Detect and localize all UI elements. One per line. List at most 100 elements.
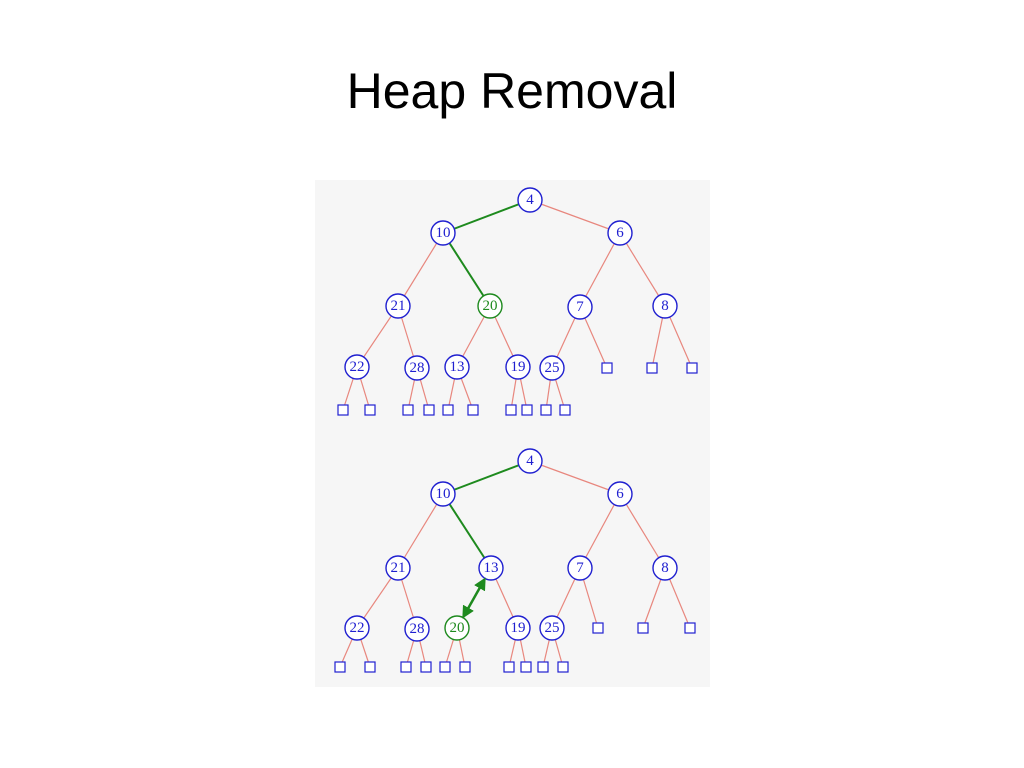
heap-diagram-panel: 4 10 6 21 20 7 8 22 28 13 19 25 4 10 6 21 13 7 8 22 28 20 19 25: [315, 180, 710, 687]
empty-leaf: [402, 404, 414, 416]
heap-node-label: 4: [526, 192, 534, 208]
empty-leaf: [442, 404, 454, 416]
heap-node-21: 21: [385, 555, 411, 581]
heap-node-circle: [344, 615, 370, 641]
heap-node-6: 6: [607, 220, 633, 246]
heap-node-label: 25: [545, 620, 560, 636]
heap-node-circle: [539, 615, 565, 641]
heap-node-label: 19: [511, 620, 526, 636]
empty-leaf: [557, 661, 569, 673]
heap-node-label: 19: [511, 359, 526, 375]
heap-node-label: 28: [410, 360, 425, 376]
tree-edge: [529, 199, 621, 234]
heap-node-4: 4: [517, 448, 543, 474]
tree-edge: [579, 232, 621, 308]
heap-node-circle: [430, 220, 456, 246]
heap-node-8: 8: [652, 293, 678, 319]
heap-node-circle: [505, 615, 531, 641]
heap-node-circle: [517, 448, 543, 474]
heap-node-circle: [505, 354, 531, 380]
heap-node-20: 20: [444, 615, 470, 641]
heap-node-10: 10: [430, 481, 456, 507]
heap-node-label: 22: [350, 359, 365, 375]
heap-node-label: 6: [616, 486, 624, 502]
heap-node-circle: [344, 354, 370, 380]
heap-node-28: 28: [404, 355, 430, 381]
empty-leaf: [684, 622, 696, 634]
heap-node-circle: [477, 293, 503, 319]
empty-leaf: [505, 404, 517, 416]
highlight-tree-edge: [442, 199, 531, 234]
heap-node-circle: [385, 555, 411, 581]
empty-leaf: [423, 404, 435, 416]
heap-node-circle: [652, 293, 678, 319]
highlight-tree-edge: [442, 493, 492, 569]
tree-edge: [529, 460, 621, 495]
heap-node-circle: [430, 481, 456, 507]
heap-node-circle: [404, 616, 430, 642]
heap-node-13: 13: [478, 555, 504, 581]
heap-node-7: 7: [567, 294, 593, 320]
swap-arrow: [462, 577, 486, 619]
empty-leaf: [559, 404, 571, 416]
slide-title: Heap Removal: [346, 63, 678, 119]
empty-leaf: [520, 661, 532, 673]
tree-edge: [579, 493, 621, 569]
heap-node-25: 25: [539, 355, 565, 381]
empty-leaf: [601, 362, 613, 374]
heap-node-circle: [652, 555, 678, 581]
heap-node-28: 28: [404, 616, 430, 642]
heap-node-circle: [607, 220, 633, 246]
heap-node-7: 7: [567, 555, 593, 581]
empty-leaf: [540, 404, 552, 416]
empty-leaf: [646, 362, 658, 374]
heap-node-label: 13: [484, 560, 499, 576]
empty-leaf: [364, 404, 376, 416]
heap-node-circle: [385, 293, 411, 319]
heap-node-label: 8: [661, 298, 669, 314]
highlight-tree-edge: [442, 460, 531, 495]
heap-node-label: 20: [483, 298, 498, 314]
tree-edge: [619, 493, 666, 569]
heap-node-22: 22: [344, 354, 370, 380]
empty-leaf: [521, 404, 533, 416]
heap-node-label: 21: [391, 298, 406, 314]
empty-leaf: [537, 661, 549, 673]
empty-leaf: [364, 661, 376, 673]
heap-node-label: 10: [436, 486, 451, 502]
empty-leaf: [400, 661, 412, 673]
heap-tree-after: 4 10 6 21 13 7 8 22 28 20 19 25: [334, 448, 696, 673]
tree-edge: [619, 232, 666, 307]
empty-leaf: [439, 661, 451, 673]
heap-node-label: 28: [410, 621, 425, 637]
heap-node-circle: [404, 355, 430, 381]
heap-node-label: 7: [576, 299, 584, 315]
tree-edge: [397, 493, 444, 569]
heap-node-19: 19: [505, 354, 531, 380]
tree-edge: [397, 232, 444, 307]
heap-node-4: 4: [517, 187, 543, 213]
empty-leaf: [637, 622, 649, 634]
heap-node-13: 13: [444, 354, 470, 380]
empty-leaf: [420, 661, 432, 673]
heap-node-circle: [478, 555, 504, 581]
heap-node-21: 21: [385, 293, 411, 319]
heap-node-25: 25: [539, 615, 565, 641]
heap-node-19: 19: [505, 615, 531, 641]
heap-node-label: 22: [350, 620, 365, 636]
heap-node-circle: [567, 555, 593, 581]
heap-node-label: 10: [436, 225, 451, 241]
empty-leaf: [459, 661, 471, 673]
empty-leaf: [467, 404, 479, 416]
heap-node-label: 20: [450, 620, 465, 636]
heap-node-label: 25: [545, 360, 560, 376]
heap-node-circle: [567, 294, 593, 320]
heap-node-circle: [607, 481, 633, 507]
empty-leaf: [337, 404, 349, 416]
heap-node-label: 13: [450, 359, 465, 375]
heap-node-10: 10: [430, 220, 456, 246]
heap-node-label: 8: [661, 560, 669, 576]
highlight-tree-edge: [442, 232, 491, 307]
heap-tree-before: 4 10 6 21 20 7 8 22 28 13 19 25: [337, 187, 698, 416]
heap-node-label: 4: [526, 453, 534, 469]
